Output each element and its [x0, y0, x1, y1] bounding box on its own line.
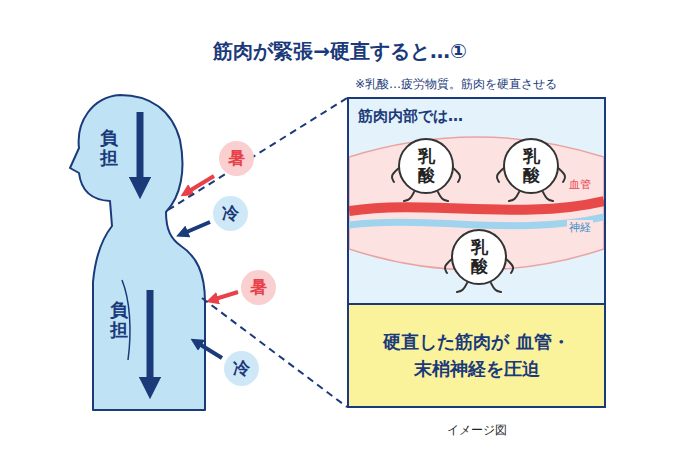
character-limb [453, 168, 460, 182]
lactic-acid-circle: 乳酸 [503, 138, 559, 194]
cold-circle: 冷 [224, 351, 259, 386]
lactic-acid-circle: 乳酸 [451, 229, 507, 285]
character-limb [404, 192, 414, 201]
vessel-label: 血管 [567, 177, 593, 192]
zoom-leader [202, 298, 347, 407]
lactic-acid-circle: 乳酸 [398, 138, 454, 194]
character-limb [438, 192, 448, 201]
cold-arrow [182, 222, 210, 234]
nerve-label: 神経 [567, 220, 593, 235]
temperature-label: 冷 [233, 357, 250, 380]
heat-arrow [212, 292, 238, 300]
blood-vessel [349, 201, 604, 211]
figure-caption: イメージ図 [347, 422, 606, 439]
panel-ground [349, 99, 604, 303]
zoom-leader [168, 98, 347, 210]
nerve [349, 217, 604, 226]
panel-heading: 筋肉内部では… [358, 107, 463, 126]
load-label: 負担 [110, 300, 128, 340]
cold-arrow [196, 342, 222, 358]
cold-circle: 冷 [213, 196, 248, 231]
character-limb [543, 192, 553, 201]
character-limb [506, 259, 513, 273]
temperature-label: 暑 [250, 276, 267, 299]
result-text: 硬直した筋肉が 血管・末梢神経を圧迫 [369, 329, 584, 381]
character-limb [509, 192, 519, 201]
load-arrow [147, 290, 154, 388]
result-box: 硬直した筋肉が 血管・末梢神経を圧迫 [349, 303, 604, 406]
diagram-title: 筋肉が緊張→硬直すると…① [0, 38, 680, 65]
character-limb [491, 283, 501, 292]
temperature-label: 暑 [228, 147, 245, 170]
zoom-panel: 筋肉内部では…乳酸乳酸乳酸硬直した筋肉が 血管・末梢神経を圧迫 [347, 97, 606, 408]
heat-circle: 暑 [219, 141, 254, 176]
load-label: 負担 [100, 128, 118, 168]
acid-label: 乳酸 [471, 238, 488, 275]
temperature-label: 冷 [222, 202, 239, 225]
acid-label: 乳酸 [523, 147, 540, 184]
acid-label: 乳酸 [418, 147, 435, 184]
character-limb [558, 168, 565, 182]
human-silhouette [70, 95, 205, 410]
heat-circle: 暑 [241, 270, 276, 305]
character-limb [457, 283, 467, 292]
load-arrow [137, 112, 144, 188]
note-text: ※乳酸…疲労物質。筋肉を硬直させる [355, 76, 557, 93]
